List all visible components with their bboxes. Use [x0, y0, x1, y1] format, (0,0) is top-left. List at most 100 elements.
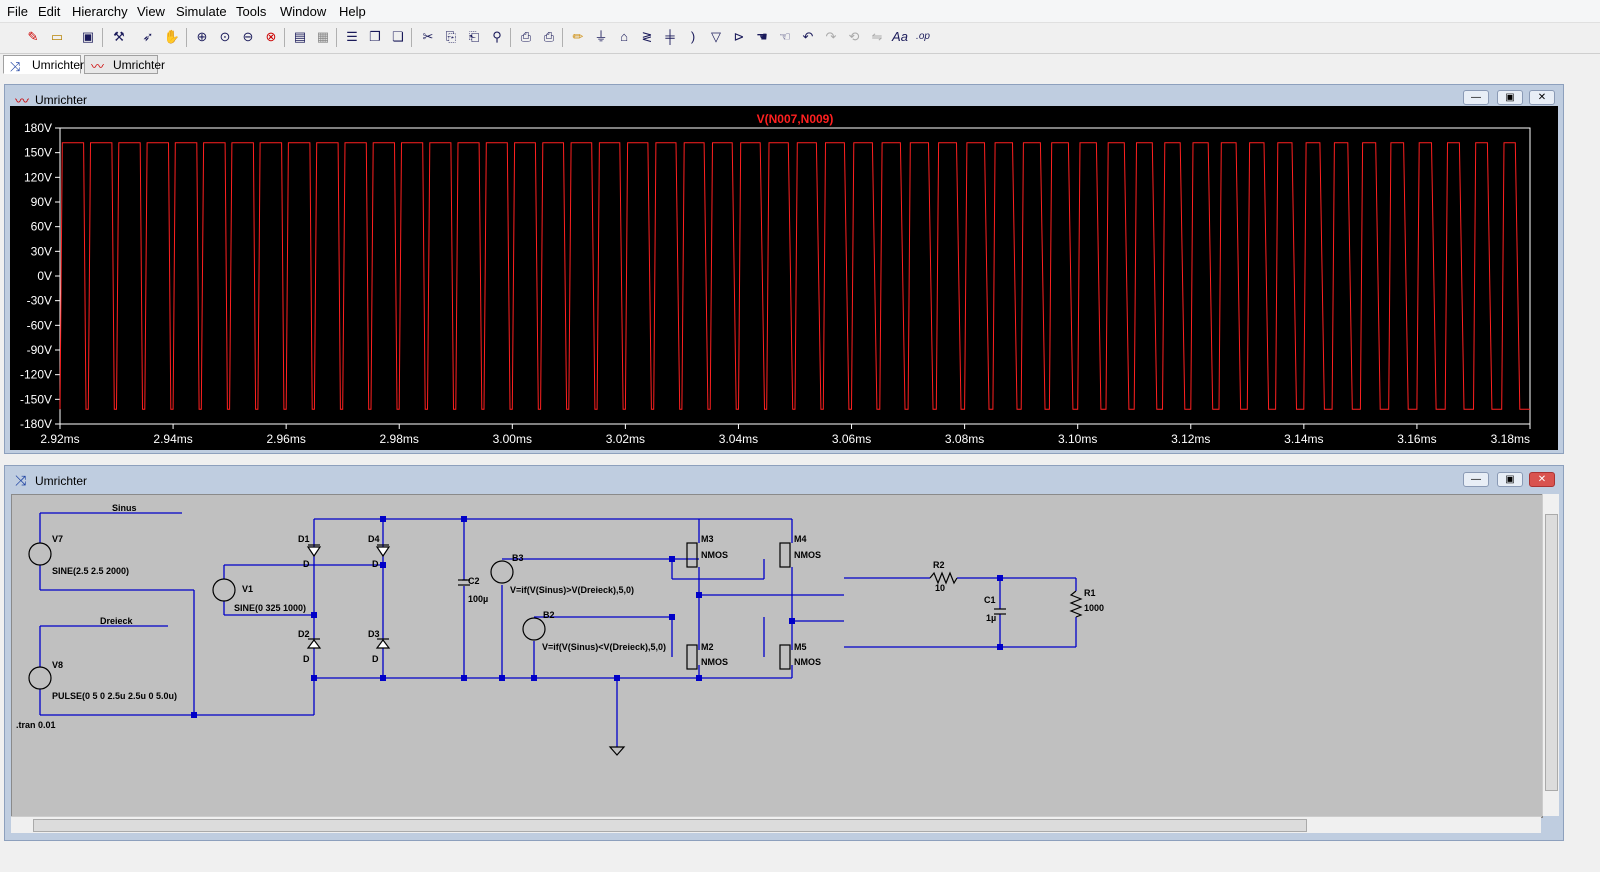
- close-button[interactable]: ✕: [1529, 472, 1555, 487]
- zoom-out-icon[interactable]: ⊖: [242, 29, 254, 44]
- label-r1: R1: [1084, 588, 1096, 598]
- value-b3: V=if(V(Sinus)>V(Dreieck),5,0): [510, 585, 634, 595]
- waveform-icon: 〰: [91, 59, 105, 74]
- x-tick-label: 2.92ms: [40, 432, 79, 446]
- model-d: D: [303, 559, 310, 569]
- rotate-icon[interactable]: ⟲: [848, 29, 860, 44]
- new-schematic-icon[interactable]: ✎: [27, 29, 39, 44]
- tab-schematic[interactable]: ⤨ Umrichter: [3, 55, 85, 74]
- x-tick-label: 3.10ms: [1058, 432, 1097, 446]
- value-r2: 10: [935, 583, 945, 593]
- x-tick-label: 3.06ms: [832, 432, 871, 446]
- menu-bar: File Edit Hierarchy View Simulate Tools …: [0, 0, 1600, 23]
- control-panel-icon[interactable]: ⚒: [113, 29, 125, 44]
- inductor-icon[interactable]: ): [690, 29, 696, 44]
- y-tick-label: 120V: [24, 170, 52, 184]
- menu-window[interactable]: Window: [280, 4, 327, 19]
- waveform-icon: 〰: [15, 93, 29, 109]
- vertical-scrollbar[interactable]: [1542, 494, 1559, 816]
- minimize-button[interactable]: —: [1463, 472, 1489, 487]
- draw-wire-icon[interactable]: ✏: [572, 29, 584, 44]
- model-nmos: NMOS: [701, 550, 728, 560]
- text-icon[interactable]: Aa: [892, 29, 908, 44]
- y-tick-label: 30V: [31, 244, 52, 258]
- cut-icon[interactable]: ✂: [422, 29, 434, 44]
- tab-label: Umrichter: [113, 58, 166, 72]
- paste-icon[interactable]: ⎗: [468, 29, 480, 44]
- x-tick-label: 3.16ms: [1397, 432, 1436, 446]
- label-c1: C1: [984, 595, 996, 605]
- scroll-thumb[interactable]: [33, 819, 1307, 832]
- grid-icon[interactable]: ▦: [316, 29, 330, 44]
- menu-edit[interactable]: Edit: [38, 4, 61, 19]
- menu-help[interactable]: Help: [339, 4, 366, 19]
- spice-directive-icon[interactable]: .op: [916, 31, 930, 42]
- redo-icon[interactable]: ↷: [825, 29, 837, 44]
- label-v8: V8: [52, 660, 63, 670]
- component-icon[interactable]: ⊳: [733, 29, 745, 44]
- value-b2: V=if(V(Sinus)<V(Dreieck),5,0): [542, 642, 666, 652]
- label-m5: M5: [794, 642, 807, 652]
- value-c1: 1µ: [986, 613, 996, 623]
- autorange-icon[interactable]: ▤: [293, 29, 307, 44]
- pan-icon[interactable]: ⊙: [219, 29, 231, 44]
- trace-label: V(N007,N009): [757, 112, 834, 126]
- y-tick-label: -150V: [20, 392, 52, 406]
- menu-hierarchy[interactable]: Hierarchy: [72, 4, 128, 19]
- close-button[interactable]: ✕: [1529, 90, 1555, 105]
- mirror-icon[interactable]: ⇋: [871, 29, 883, 44]
- model-d: D: [372, 654, 379, 664]
- capacitor-icon[interactable]: ╪: [665, 29, 675, 44]
- horizontal-scrollbar[interactable]: [11, 816, 1541, 833]
- diode-icon[interactable]: ▽: [711, 29, 721, 44]
- model-d: D: [303, 654, 310, 664]
- x-tick-label: 3.08ms: [945, 432, 984, 446]
- window-title: Umrichter: [35, 93, 88, 107]
- schematic-canvas[interactable]: Sinus Dreieck V7 SINE(2.5 2.5 2000) V8 P…: [11, 494, 1543, 818]
- menu-tools[interactable]: Tools: [236, 4, 267, 19]
- copy-icon[interactable]: ⎘: [445, 29, 457, 44]
- tile-horizontal-icon[interactable]: ☰: [346, 29, 358, 44]
- menu-file[interactable]: File: [7, 4, 28, 19]
- save-icon[interactable]: ▣: [81, 29, 95, 44]
- halt-icon[interactable]: ✋: [163, 29, 181, 44]
- print-icon[interactable]: ⎙: [543, 29, 555, 44]
- value-c2: 100µ: [468, 594, 488, 604]
- x-tick-label: 3.04ms: [719, 432, 758, 446]
- scroll-thumb[interactable]: [1545, 514, 1558, 791]
- ground-icon[interactable]: ⏚: [594, 29, 608, 44]
- open-folder-icon[interactable]: ▭: [50, 29, 64, 44]
- drag-icon[interactable]: ☜: [779, 29, 791, 44]
- maximize-button[interactable]: ▣: [1497, 472, 1523, 487]
- menu-simulate[interactable]: Simulate: [176, 4, 227, 19]
- zoom-fit-icon[interactable]: ⊗: [265, 29, 277, 44]
- find-icon[interactable]: ⚲: [492, 29, 502, 44]
- minimize-button[interactable]: —: [1463, 90, 1489, 105]
- zoom-in-icon[interactable]: ⊕: [196, 29, 208, 44]
- x-tick-label: 3.12ms: [1171, 432, 1210, 446]
- model-nmos: NMOS: [794, 550, 821, 560]
- tab-waveform[interactable]: 〰 Umrichter: [84, 55, 165, 74]
- y-tick-label: 150V: [24, 146, 52, 160]
- maximize-button[interactable]: ▣: [1497, 90, 1523, 105]
- menu-view[interactable]: View: [137, 4, 165, 19]
- resistor-icon[interactable]: ≷: [641, 29, 653, 44]
- cascade-icon[interactable]: ❐: [369, 29, 381, 44]
- label-c2: C2: [468, 576, 480, 586]
- print-setup-icon[interactable]: ⎙: [520, 29, 532, 44]
- x-tick-label: 3.00ms: [493, 432, 532, 446]
- undo-icon[interactable]: ↶: [802, 29, 814, 44]
- run-icon[interactable]: ➶: [142, 29, 154, 44]
- close-window-icon[interactable]: ❏: [392, 29, 404, 44]
- schematic-window: ⤨ Umrichter — ▣ ✕: [4, 465, 1564, 841]
- label-net-icon[interactable]: ⌂: [620, 29, 628, 44]
- y-tick-label: -90V: [27, 343, 52, 357]
- net-label-sinus: Sinus: [112, 503, 137, 513]
- tab-label: Umrichter: [32, 58, 85, 72]
- model-nmos: NMOS: [794, 657, 821, 667]
- waveform-trace: [59, 142, 1530, 410]
- label-v7: V7: [52, 534, 63, 544]
- move-icon[interactable]: ☚: [756, 29, 768, 44]
- schematic-drawing: Sinus Dreieck V7 SINE(2.5 2.5 2000) V8 P…: [16, 503, 1104, 756]
